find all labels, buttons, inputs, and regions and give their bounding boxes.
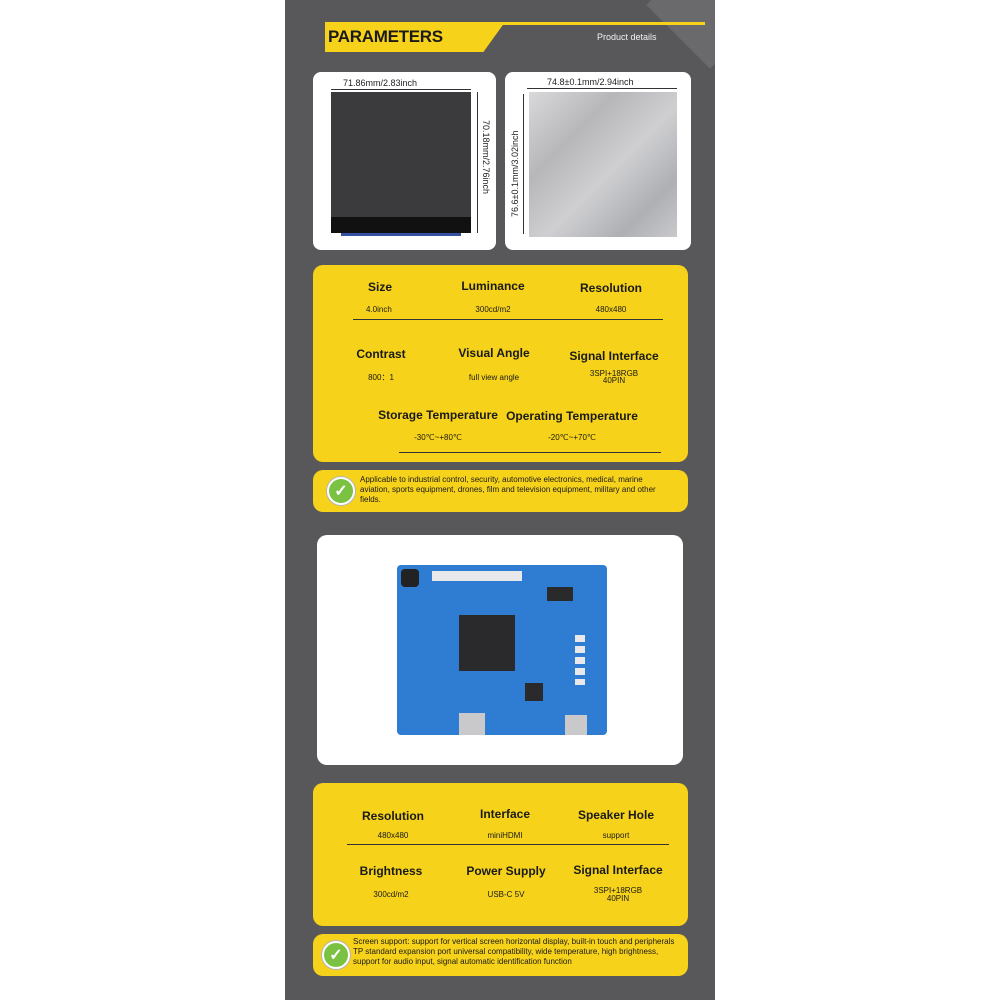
board-resolution-value: 480x480 — [377, 831, 409, 840]
board-signal-value: 3SPI+18RGB — [593, 886, 643, 895]
product-detail-panel: PARAMETERS Product details 71.86mm/2.83i… — [285, 0, 715, 1000]
board-speaker-value: support — [602, 831, 630, 840]
check-icon: ✓ — [327, 477, 355, 505]
board-power-label: Power Supply — [466, 864, 546, 878]
board-spec-divider — [347, 844, 669, 845]
spec-visual-angle-value: full view angle — [468, 373, 520, 382]
board-power-value: USB-C 5V — [487, 890, 525, 899]
spec-signal-value-2: 40PIN — [602, 376, 626, 385]
board-ic-small — [547, 587, 573, 601]
screen-support-note-text: Screen support: support for vertical scr… — [353, 937, 675, 966]
board-chip — [459, 615, 515, 671]
screen-height-line — [477, 92, 478, 233]
metal-back-plate — [529, 92, 677, 237]
header-line — [465, 22, 705, 25]
spec-storage-temp-label: Storage Temperature — [378, 408, 498, 422]
spec-signal-value: 3SPI+18RGB — [589, 369, 639, 378]
spec-signal-label: Signal Interface — [569, 349, 659, 363]
board-ic-regulator — [525, 683, 543, 701]
screen-spec-box: Size 4.0inch Luminance 300cd/m2 Resoluti… — [313, 265, 688, 462]
board-signal-value-2: 40PIN — [606, 894, 630, 903]
spec-contrast-label: Contrast — [356, 347, 406, 361]
spec-divider-1 — [353, 319, 663, 320]
board-usbc-port — [565, 715, 587, 735]
screen-width-label: 71.86mm/2.83inch — [343, 78, 418, 88]
screen-support-note-bar: ✓ Screen support: support for vertical s… — [313, 934, 688, 976]
header-banner — [325, 22, 505, 52]
spec-divider-2 — [399, 452, 661, 453]
board-resolution-label: Resolution — [362, 809, 424, 823]
screen-image-card: 71.86mm/2.83inch 70.18mm/2.76inch — [313, 72, 496, 250]
application-note-text: Applicable to industrial control, securi… — [360, 475, 656, 504]
screen-display — [331, 92, 471, 217]
section-header: PARAMETERS Product details — [325, 22, 705, 52]
page-title: PARAMETERS — [328, 27, 443, 46]
screen-fpc-edge — [341, 233, 461, 236]
board-signal-label: Signal Interface — [573, 863, 663, 877]
check-icon: ✓ — [322, 941, 350, 969]
board-brightness-label: Brightness — [359, 864, 423, 878]
spec-luminance-label: Luminance — [461, 279, 525, 293]
page-subtitle: Product details — [597, 32, 657, 42]
spec-operating-temp-label: Operating Temperature — [506, 409, 638, 423]
metal-height-line — [523, 94, 524, 234]
board-hdmi-port — [459, 713, 485, 735]
spec-luminance-value: 300cd/m2 — [475, 305, 511, 314]
board-interface-value: miniHDMI — [487, 831, 523, 840]
board-inductor — [401, 569, 419, 587]
spec-storage-temp-value: -30℃~+80℃ — [414, 433, 462, 442]
metal-width-label: 74.8±0.1mm/2.94inch — [547, 77, 634, 87]
board-speaker-label: Speaker Hole — [577, 808, 655, 822]
spec-size-label: Size — [367, 280, 392, 294]
board-brightness-value: 300cd/m2 — [373, 890, 409, 899]
screen-width-line — [331, 89, 471, 90]
metal-width-line — [527, 88, 677, 89]
board-spec-box: Resolution 480x480 Interface miniHDMI Sp… — [313, 783, 688, 926]
screen-height-label: 70.18mm/2.76inch — [481, 120, 491, 195]
board-buttons — [575, 635, 585, 685]
driver-board-image-card — [317, 535, 683, 765]
spec-visual-angle-label: Visual Angle — [458, 346, 530, 360]
spec-resolution-value: 480x480 — [595, 305, 627, 314]
spec-contrast-value: 800：1 — [368, 373, 394, 382]
metal-height-label: 76.6±0.1mm/3.02inch — [510, 130, 520, 218]
driver-board — [397, 565, 607, 735]
spec-operating-temp-value: -20℃~+70℃ — [548, 433, 596, 442]
spec-resolution-label: Resolution — [580, 281, 642, 295]
board-ffc-connector — [432, 571, 522, 581]
metal-back-image-card: 74.8±0.1mm/2.94inch 76.6±0.1mm/3.02inch — [505, 72, 691, 250]
board-interface-label: Interface — [479, 807, 531, 821]
spec-size-value: 4.0inch — [366, 305, 392, 314]
application-note-bar: ✓ Applicable to industrial control, secu… — [313, 470, 688, 512]
screen-bottom-bezel — [331, 217, 471, 233]
